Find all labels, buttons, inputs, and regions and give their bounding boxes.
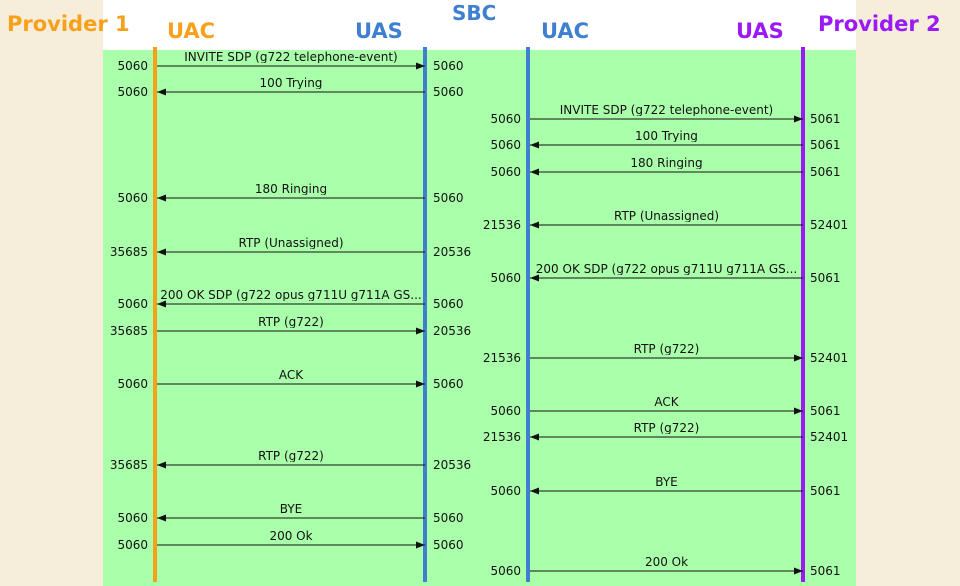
arrowhead [416,327,425,335]
message-label: 100 Trying [635,130,698,142]
port-number-right: 5061 [810,404,841,418]
message-label: 180 Ringing [254,183,328,195]
port-number-right: 52401 [810,351,849,365]
port-number-right: 20536 [433,245,472,259]
message-label: 200 Ok [269,530,313,542]
port-number-left: 5060 [490,484,521,498]
message-label: BYE [279,503,303,515]
port-number-left: 5060 [490,165,521,179]
lifeline-sbc-uas [423,47,427,582]
header-bar-right [479,0,856,50]
port-number-right: 5061 [810,484,841,498]
call-leg-panel-left [103,50,479,586]
message-label: ACK [654,396,679,408]
arrowhead [157,461,166,469]
arrowhead [530,433,539,441]
message-label: ACK [278,369,304,381]
port-number-right: 5060 [433,59,464,73]
sbc-label: SBC [452,1,497,25]
uas-right-label: UAS [736,19,784,43]
message-label: 200 Ok [644,556,689,568]
port-number-left: 5060 [117,85,148,99]
arrowhead [530,141,539,149]
message-label: RTP (g722) [633,343,700,355]
port-number-right: 52401 [810,430,849,444]
message-label: BYE [655,476,678,488]
port-number-left: 21536 [482,351,521,365]
port-number-left: 35685 [109,324,148,338]
message-label: 180 Ringing [630,157,703,169]
port-number-right: 52401 [810,218,849,232]
message-label: RTP (Unassigned) [613,210,719,222]
port-number-left: 35685 [109,245,148,259]
port-number-left: 5060 [117,59,148,73]
arrowhead [157,194,166,202]
arrowhead [530,168,539,176]
arrowhead [530,274,539,282]
lifeline-sbc-uac [526,47,530,582]
message-label: INVITE SDP (g722 telephone-event) [184,51,398,63]
lifeline-provider1-uac [153,47,157,582]
port-number-right: 20536 [433,324,472,338]
port-number-right: 5060 [433,191,464,205]
call-leg-panel-right [479,50,856,586]
port-number-right: 5061 [810,165,841,179]
port-number-left: 5060 [117,538,148,552]
port-number-left: 5060 [490,404,521,418]
message-label: 200 OK SDP (g722 opus g711U g711A GS... [535,263,798,275]
port-number-left: 21536 [482,430,521,444]
arrowhead [530,221,539,229]
port-number-right: 5060 [433,85,464,99]
arrowhead [416,62,425,70]
arrowhead [416,380,425,388]
port-number-left: 5060 [117,511,148,525]
port-number-right: 5061 [810,112,841,126]
message-label: 200 OK SDP (g722 opus g711U g711A GS... [160,289,422,301]
port-number-right: 5060 [433,377,464,391]
message-label: RTP (g722) [258,450,324,462]
port-number-left: 5060 [490,138,521,152]
port-number-right: 5061 [810,271,841,285]
port-number-left: 5060 [117,377,148,391]
port-number-left: 5060 [490,112,521,126]
provider2-label: Provider 2 [818,12,941,36]
uas-left-label: UAS [355,19,403,43]
message-label: RTP (g722) [633,422,700,434]
port-number-right: 20536 [433,458,472,472]
port-number-right: 5061 [810,138,841,152]
arrowhead [794,567,803,575]
message-label: RTP (g722) [258,316,324,328]
arrowhead [530,487,539,495]
port-number-right: 5060 [433,511,464,525]
port-number-left: 5060 [117,297,148,311]
uac-right-label: UAC [541,19,590,43]
arrowhead [794,407,803,415]
port-number-left: 35685 [109,458,148,472]
arrowhead [157,300,166,308]
arrowhead [794,115,803,123]
arrowhead [157,514,166,522]
port-number-left: 5060 [490,271,521,285]
port-number-left: 21536 [482,218,521,232]
message-label: 100 Trying [259,77,323,89]
port-number-left: 5060 [490,564,521,578]
message-label: INVITE SDP (g722 telephone-event) [559,104,774,116]
lifeline-provider2-uas [801,47,805,582]
arrowhead [157,88,166,96]
arrowhead [157,248,166,256]
message-label: RTP (Unassigned) [238,237,344,249]
port-number-right: 5060 [433,538,464,552]
port-number-right: 5060 [433,297,464,311]
header-bar-left [103,0,479,50]
port-number-right: 5061 [810,564,841,578]
arrowhead [794,354,803,362]
uac-left-label: UAC [167,19,216,43]
arrowhead [416,541,425,549]
port-number-left: 5060 [117,191,148,205]
provider1-label: Provider 1 [7,12,130,36]
